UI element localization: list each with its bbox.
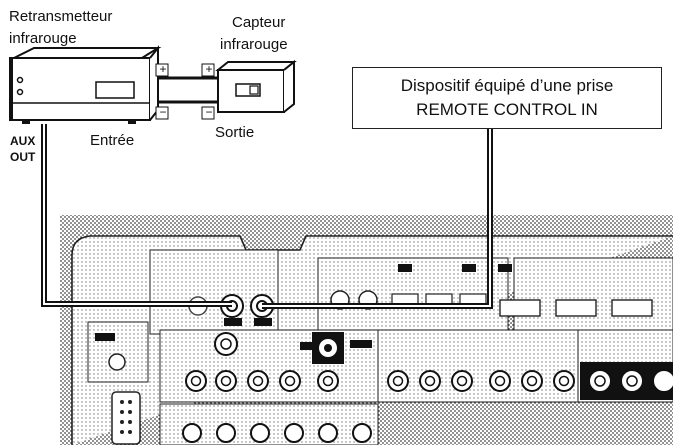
aux-label-line2: OUT [10,150,36,164]
device-callout-box: Dispositif équipé d’une prise REMOTE CON… [352,67,662,129]
wire-pair [158,76,218,104]
sensor-label-line2: infrarouge [220,36,288,53]
aux-label-line1: AUX [10,134,36,148]
callout-line1: Dispositif équipé d’une prise [400,76,614,95]
minus-sign: − [159,105,167,119]
ir-retransmitter-device [9,45,162,124]
sensor-label-line1: Capteur [232,14,286,31]
callout-line2: REMOTE CONTROL IN [416,100,598,119]
plus-sign: + [159,62,167,76]
receiver-rear-panel [60,215,673,445]
retransmitter-label-line1: Retransmetteur [9,8,113,25]
plus-sign: + [205,62,213,76]
ir-sensor-device [215,59,297,113]
polarity-boxes [155,63,215,120]
remote-in-cable [262,129,493,309]
retransmitter-label-line2: infrarouge [9,30,77,47]
input-label: Entrée [90,132,135,149]
aux-out-cable [41,124,232,307]
output-label: Sortie [215,124,255,141]
minus-sign: − [205,105,213,119]
